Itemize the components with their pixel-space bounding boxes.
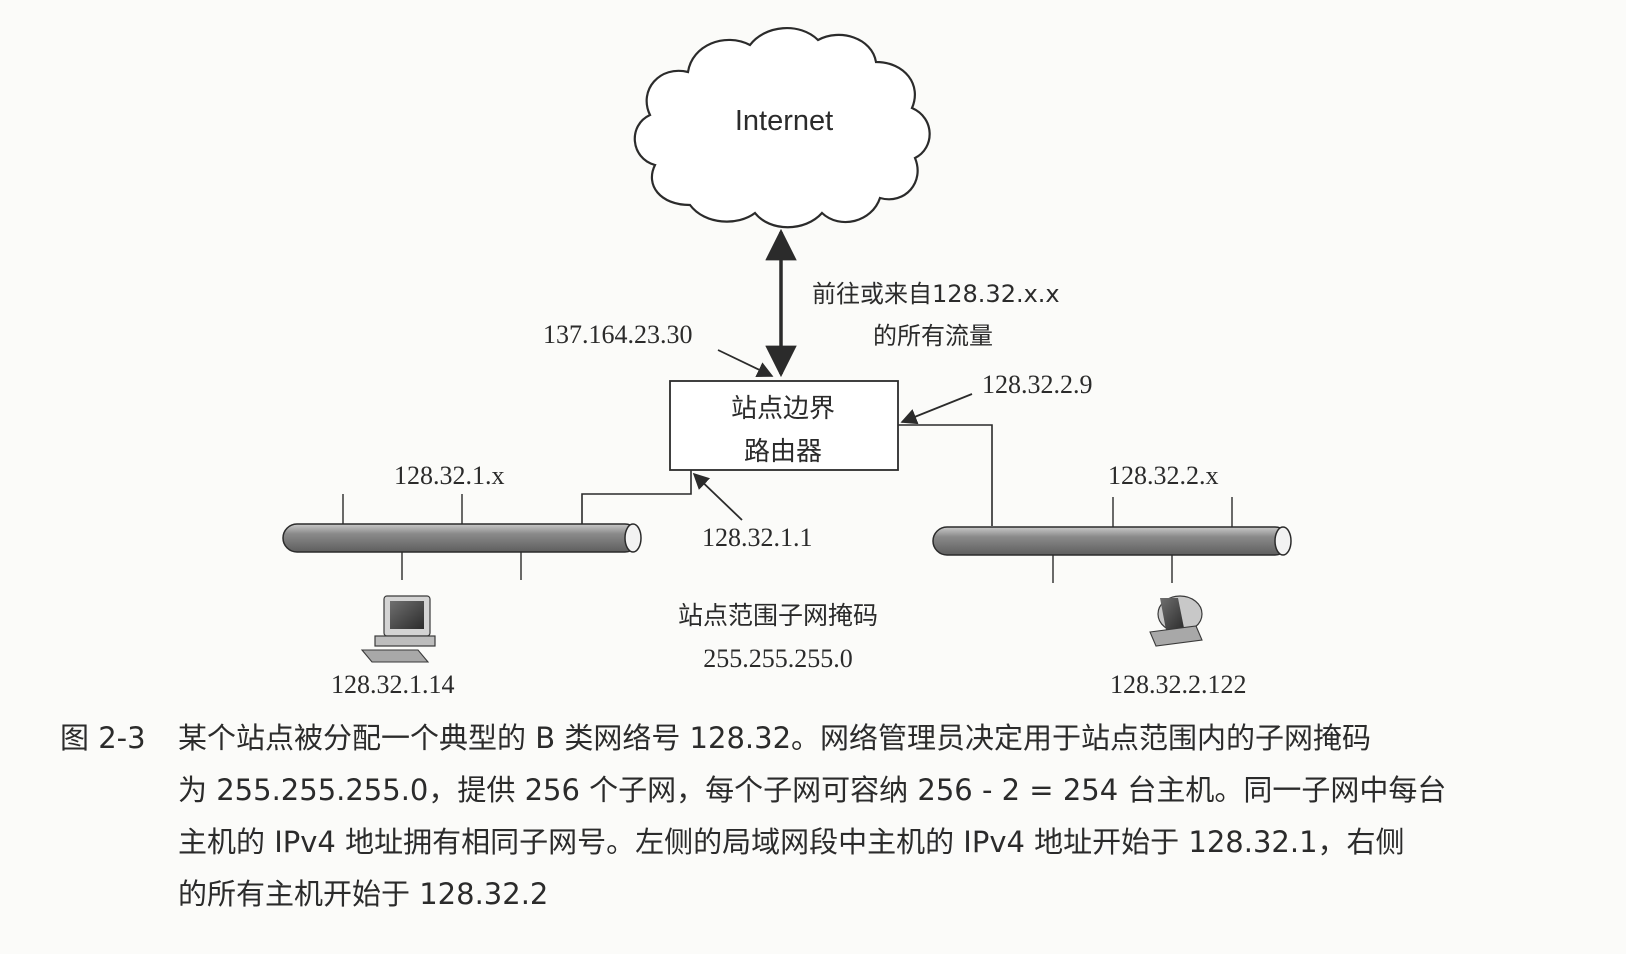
right-router-link [898, 424, 993, 526]
cloud-label: Internet [735, 105, 833, 137]
left-ip-pointer [692, 472, 743, 521]
figure-number: 图 2-3 [60, 721, 146, 755]
router-external-ip: 137.164.23.30 [543, 320, 693, 349]
left-host-ip: 128.32.1.14 [331, 670, 455, 699]
caption-line: 某个站点被分配一个典型的 B 类网络号 128.32。网络管理员决定用于站点范围… [178, 721, 1372, 755]
external-ip-pointer [717, 349, 774, 377]
router-label-line2: 路由器 [744, 437, 822, 467]
traffic-label-line2: 的所有流量 [873, 322, 993, 350]
traffic-label-line1: 前往或来自128.32.x.x [812, 280, 1060, 308]
caption-line: 的所有主机开始于 128.32.2 [178, 877, 549, 911]
left-segment-label: 128.32.1.x [394, 461, 505, 490]
right-segment-label: 128.32.2.x [1108, 461, 1219, 490]
left-lan-segment [282, 494, 642, 580]
right-ip-pointer [900, 393, 973, 425]
caption-text: 某个站点被分配一个典型的 B 类网络号 128.32。网络管理员决定用于站点范围… [178, 712, 1570, 920]
router-label-line1: 站点边界 [731, 394, 835, 424]
laptop-computer-icon [1149, 595, 1203, 647]
left-router-link [581, 470, 692, 524]
subnet-mask-title: 站点范围子网掩码 [678, 601, 878, 630]
router-left-ip: 128.32.1.1 [702, 523, 813, 552]
desktop-computer-icon [360, 595, 436, 663]
right-host-ip: 128.32.2.122 [1110, 670, 1247, 699]
internet-cloud-icon [633, 27, 931, 229]
router-right-ip: 128.32.2.9 [982, 370, 1093, 399]
subnet-mask-value: 255.255.255.0 [703, 644, 853, 673]
right-lan-segment [932, 497, 1292, 583]
caption-line: 主机的 IPv4 地址拥有相同子网号。左侧的局域网段中主机的 IPv4 地址开始… [178, 825, 1405, 859]
caption-line: 为 255.255.255.0，提供 256 个子网，每个子网可容纳 256 -… [178, 773, 1447, 807]
